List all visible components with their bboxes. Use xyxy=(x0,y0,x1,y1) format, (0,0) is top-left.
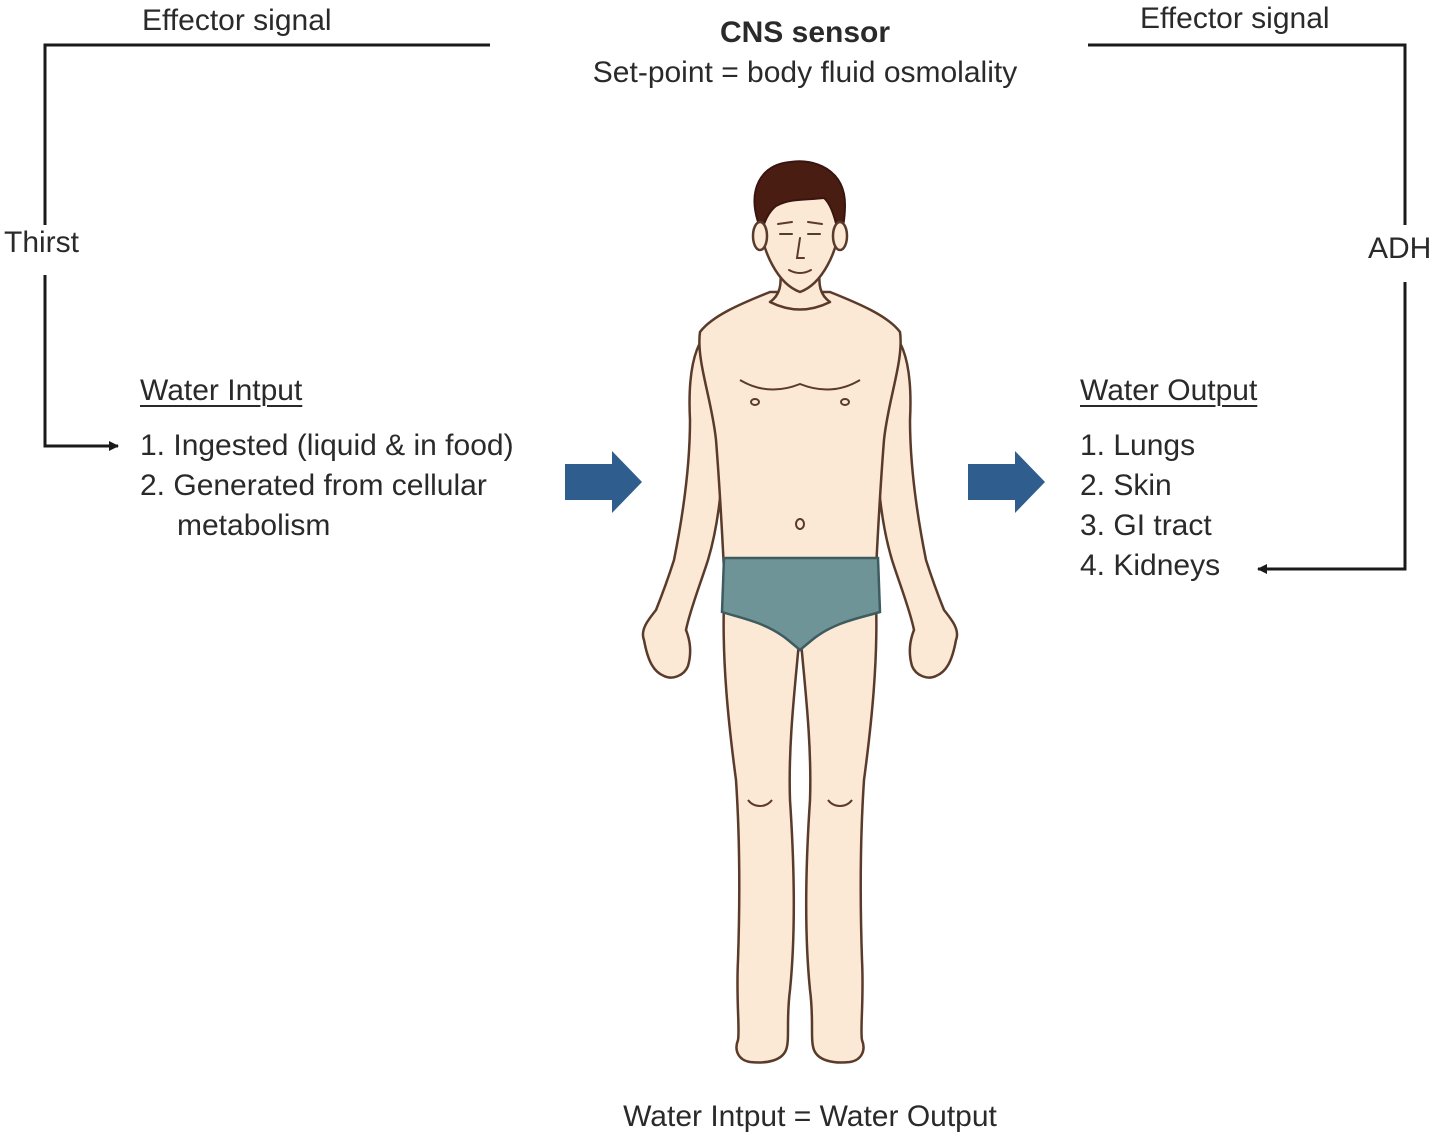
input-flow-arrow-icon xyxy=(565,451,642,513)
left-knee xyxy=(747,799,773,807)
thirst-label: Thirst xyxy=(4,226,79,259)
left-loop-line-bottom xyxy=(43,275,119,451)
left-leg xyxy=(722,598,802,1064)
right-knee xyxy=(827,799,853,807)
water-output-item: 2. Skin xyxy=(1080,469,1172,502)
navel xyxy=(795,518,805,530)
cns-sensor-subtitle: Set-point = body fluid osmolality xyxy=(592,56,1018,89)
right-loop-line-bottom xyxy=(1257,282,1407,574)
left-effector-signal-label: Effector signal xyxy=(142,4,332,37)
water-output-item: 3. GI tract xyxy=(1080,509,1212,542)
water-output-item: 1. Lungs xyxy=(1080,429,1196,462)
right-ear xyxy=(831,220,849,252)
cns-sensor-title: CNS sensor xyxy=(719,16,891,49)
right-arm xyxy=(874,328,959,679)
right-leg xyxy=(798,598,878,1064)
left-ear xyxy=(751,220,769,252)
chest-line xyxy=(739,379,861,391)
right-effector-signal-label: Effector signal xyxy=(1140,2,1330,35)
water-output-list: 1. Lungs 2. Skin 3. GI tract 4. Kidneys xyxy=(1080,426,1220,586)
water-output-item: 4. Kidneys xyxy=(1080,549,1221,582)
left-eyebrow xyxy=(777,221,793,225)
left-nipple xyxy=(750,398,760,406)
adh-label: ADH xyxy=(1368,232,1432,265)
water-input-item: 2. Generated from cellular xyxy=(140,469,487,502)
water-input-list: 1. Ingested (liquid & in food) 2. Genera… xyxy=(140,426,514,546)
mouth xyxy=(788,269,812,274)
right-nipple xyxy=(840,398,850,406)
right-loop-line-top xyxy=(1088,43,1407,225)
left-arm xyxy=(641,328,726,679)
water-input-heading: Water Intput xyxy=(140,374,303,407)
water-input-item: 1. Ingested (liquid & in food) xyxy=(140,429,514,462)
briefs xyxy=(720,556,882,652)
output-flow-arrow-icon xyxy=(968,451,1045,513)
water-input-item-continuation: metabolism xyxy=(177,509,331,542)
water-output-heading: Water Output xyxy=(1080,374,1258,407)
nose xyxy=(795,237,805,259)
right-eyebrow xyxy=(807,221,823,225)
balance-equation: Water Intput = Water Output xyxy=(623,1100,997,1133)
left-loop-line-top xyxy=(43,43,490,225)
